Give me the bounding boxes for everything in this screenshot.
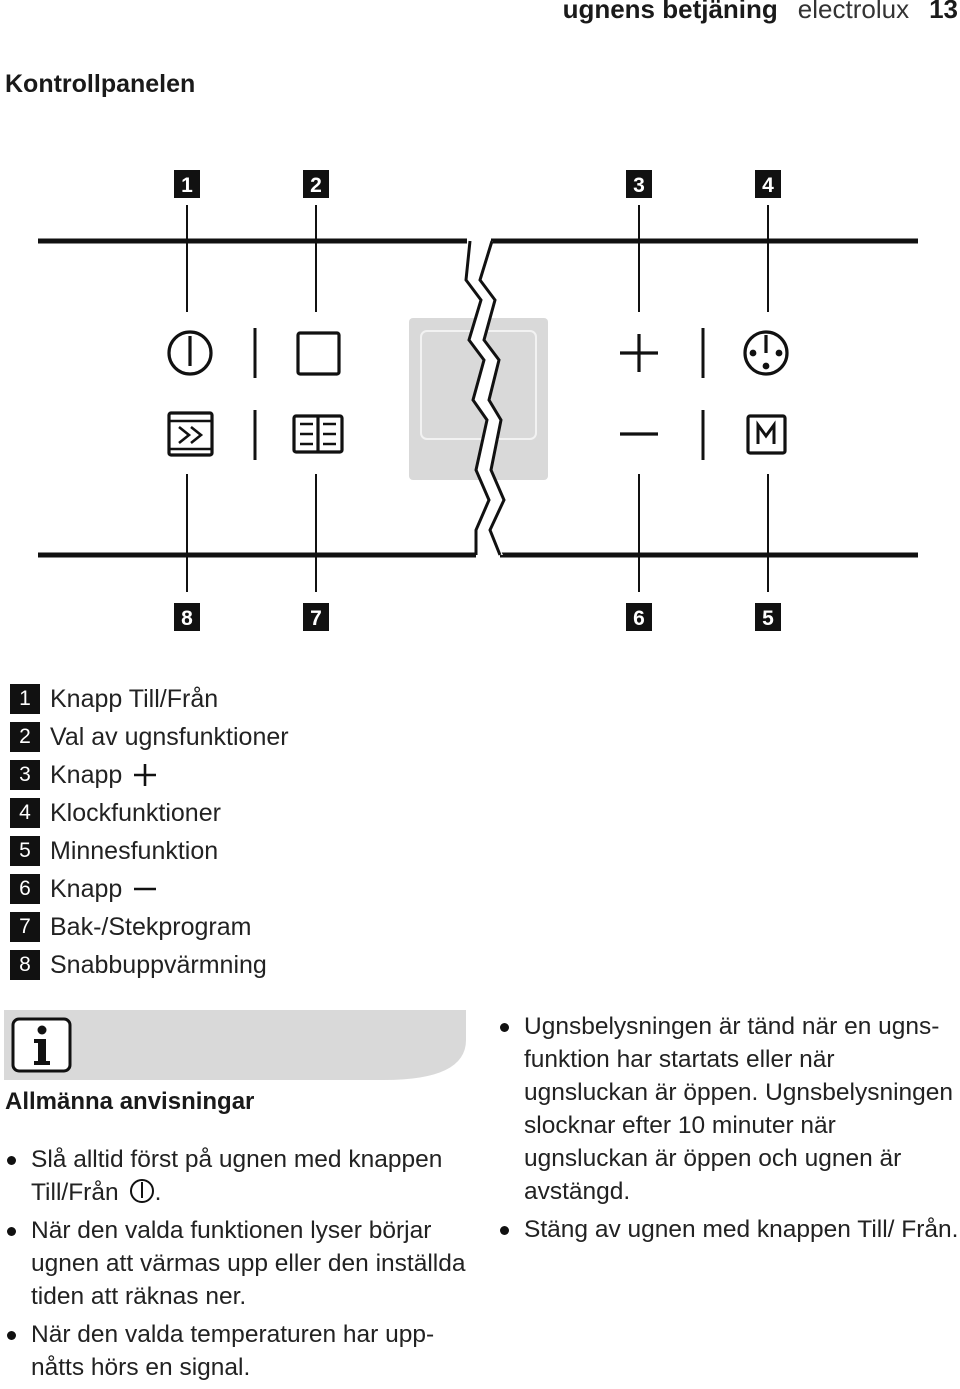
legend-item: 3 Knapp bbox=[10, 756, 289, 794]
legend-label: Bak-/Stekprogram bbox=[50, 912, 252, 941]
legend-item: 1 Knapp Till/Från bbox=[10, 680, 289, 718]
bullet-item: När den valda funktionen lyser börjar ug… bbox=[5, 1214, 475, 1313]
legend-item: 6 Knapp bbox=[10, 870, 289, 908]
leader-lines bbox=[186, 205, 769, 592]
callout-4: 4 bbox=[755, 170, 781, 198]
info-bullets-left: Slå alltid först på ugnen med knappen Ti… bbox=[5, 1143, 475, 1389]
panel-outline bbox=[38, 238, 918, 558]
info-bar bbox=[4, 1010, 466, 1080]
info-bar-background bbox=[4, 1010, 466, 1080]
callout-number: 8 bbox=[181, 607, 193, 630]
fast-heat-icon bbox=[167, 411, 214, 457]
legend-label: Knapp bbox=[50, 760, 123, 789]
legend-label: Val av ugnsfunktioner bbox=[50, 722, 289, 751]
bullet-text: Stäng av ugnen med knappen Till/ Från. bbox=[524, 1216, 959, 1243]
memory-icon bbox=[746, 414, 787, 455]
info-bullets-right: Ugnsbelysningen är tänd när en ugns-funk… bbox=[498, 1010, 960, 1251]
bullet-text: När den valda funktionen lyser börjar ug… bbox=[31, 1217, 466, 1310]
page-title: Kontrollpanelen bbox=[5, 70, 196, 98]
minus-icon bbox=[134, 887, 157, 891]
panel-break bbox=[458, 241, 503, 555]
bullet-item: Stäng av ugnen med knappen Till/ Från. bbox=[498, 1213, 960, 1246]
callout-3: 3 bbox=[626, 170, 652, 198]
bullet-suffix: . bbox=[154, 1179, 162, 1206]
section-title: ugnens betjäning bbox=[562, 0, 778, 24]
break-lines bbox=[464, 240, 506, 556]
legend-number: 2 bbox=[10, 722, 40, 752]
plus-icon bbox=[620, 334, 658, 372]
bullet-text: Ugnsbelysningen är tänd när en ugns-funk… bbox=[524, 1013, 954, 1205]
callout-8: 8 bbox=[174, 603, 200, 631]
info-title: Allmänna anvisningar bbox=[5, 1088, 255, 1115]
info-icon bbox=[11, 1017, 72, 1073]
callout-number: 2 bbox=[310, 174, 322, 197]
callout-6: 6 bbox=[626, 603, 652, 631]
bullet-text: När den valda temperaturen har upp-nåtts… bbox=[31, 1321, 435, 1381]
legend-number: 1 bbox=[10, 684, 40, 714]
callout-number: 7 bbox=[310, 607, 322, 630]
legend-number: 7 bbox=[10, 912, 40, 942]
legend-label: Klockfunktioner bbox=[50, 798, 221, 827]
power-icon bbox=[167, 330, 213, 376]
callout-1: 1 bbox=[174, 170, 200, 198]
legend-number: 6 bbox=[10, 874, 40, 904]
legend-label: Minnesfunktion bbox=[50, 836, 219, 865]
legend-item: 2 Val av ugnsfunktioner bbox=[10, 718, 289, 756]
bullet-item: När den valda temperaturen har upp-nåtts… bbox=[5, 1318, 475, 1384]
legend-item: 5 Minnesfunktion bbox=[10, 832, 289, 870]
brand-name: electrolux bbox=[797, 0, 910, 24]
legend-number: 3 bbox=[10, 760, 40, 790]
callout-7: 7 bbox=[303, 603, 329, 631]
callout-number: 1 bbox=[181, 174, 193, 197]
bullet-item: Ugnsbelysningen är tänd när en ugns-funk… bbox=[498, 1010, 960, 1208]
legend-list: 1 Knapp Till/Från 2 Val av ugnsfunktione… bbox=[10, 680, 289, 984]
button-separators bbox=[253, 328, 705, 460]
page-number: 13 bbox=[929, 0, 958, 24]
bullet-text: Slå alltid först på ugnen med knappen Ti… bbox=[31, 1146, 443, 1206]
page-header: ugnens betjäning electrolux 13 bbox=[563, 0, 958, 25]
legend-number: 5 bbox=[10, 836, 40, 866]
legend-item: 8 Snabbuppvärmning bbox=[10, 946, 289, 984]
programs-book-icon bbox=[292, 414, 344, 454]
legend-item: 4 Klockfunktioner bbox=[10, 794, 289, 832]
legend-label: Snabbuppvärmning bbox=[50, 950, 267, 979]
legend-item: 7 Bak-/Stekprogram bbox=[10, 908, 289, 946]
callout-number: 6 bbox=[633, 607, 645, 630]
legend-number: 8 bbox=[10, 950, 40, 980]
legend-number: 4 bbox=[10, 798, 40, 828]
bullet-item: Slå alltid först på ugnen med knappen Ti… bbox=[5, 1143, 475, 1209]
callout-number: 5 bbox=[762, 607, 774, 630]
legend-label: Knapp Till/Från bbox=[50, 684, 219, 713]
control-panel-diagram: 1 2 3 4 8 7 6 5 bbox=[38, 170, 918, 631]
legend-label: Knapp bbox=[50, 874, 123, 903]
callout-number: 3 bbox=[633, 174, 645, 197]
oven-function-icon bbox=[296, 331, 341, 376]
callout-2: 2 bbox=[303, 170, 329, 198]
clock-icon bbox=[743, 330, 789, 376]
callout-5: 5 bbox=[755, 603, 781, 631]
callout-number: 4 bbox=[762, 174, 774, 197]
power-icon bbox=[129, 1179, 154, 1203]
plus-icon bbox=[134, 764, 157, 786]
